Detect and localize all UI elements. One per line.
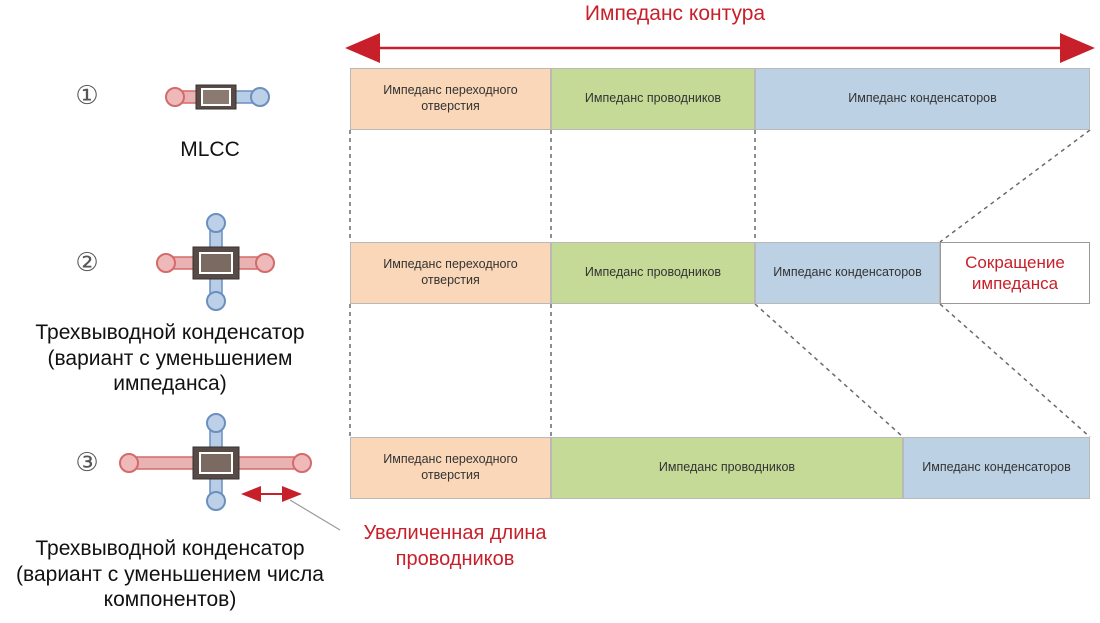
- segment-trace-impedance: Импеданс проводников: [551, 68, 755, 130]
- three-terminal-capacitor-icon: [156, 213, 275, 311]
- segment-capacitor-impedance: Импеданс конденсаторов: [903, 437, 1090, 499]
- segment-trace-impedance: Импеданс проводников: [551, 242, 755, 304]
- row-number-3: ③: [75, 447, 99, 477]
- component-label-mlcc: MLCC: [180, 138, 240, 161]
- increased-trace-length-annotation: Увеличенная длина проводников: [363, 522, 547, 570]
- segment-via-impedance: Импеданс переходного отверстия: [350, 68, 551, 130]
- mlcc-icon: [165, 84, 270, 110]
- dashed-connectors: [349, 129, 1091, 438]
- annotation-pointer: [289, 499, 341, 531]
- segment-capacitor-impedance: Импеданс конденсаторов: [755, 68, 1090, 130]
- row-number-2: ②: [75, 247, 99, 277]
- component-label-component-reduction: Трехвыводной конденсатор (вариант с умен…: [16, 537, 324, 612]
- row-number-1: ①: [75, 80, 99, 110]
- diagram-title: Импеданс контура: [584, 2, 766, 25]
- segment-trace-impedance: Импеданс проводников: [551, 437, 903, 499]
- segment-via-impedance: Импеданс переходного отверстия: [350, 437, 551, 499]
- segment-via-impedance: Импеданс переходного отверстия: [350, 242, 551, 304]
- component-label-impedance-reduction: Трехвыводной конденсатор (вариант с умен…: [35, 321, 305, 396]
- segment-capacitor-impedance: Импеданс конденсаторов: [755, 242, 940, 304]
- segment-impedance-reduction: Сокращение импеданса: [940, 242, 1090, 304]
- three-terminal-capacitor-long-icon: [119, 413, 312, 511]
